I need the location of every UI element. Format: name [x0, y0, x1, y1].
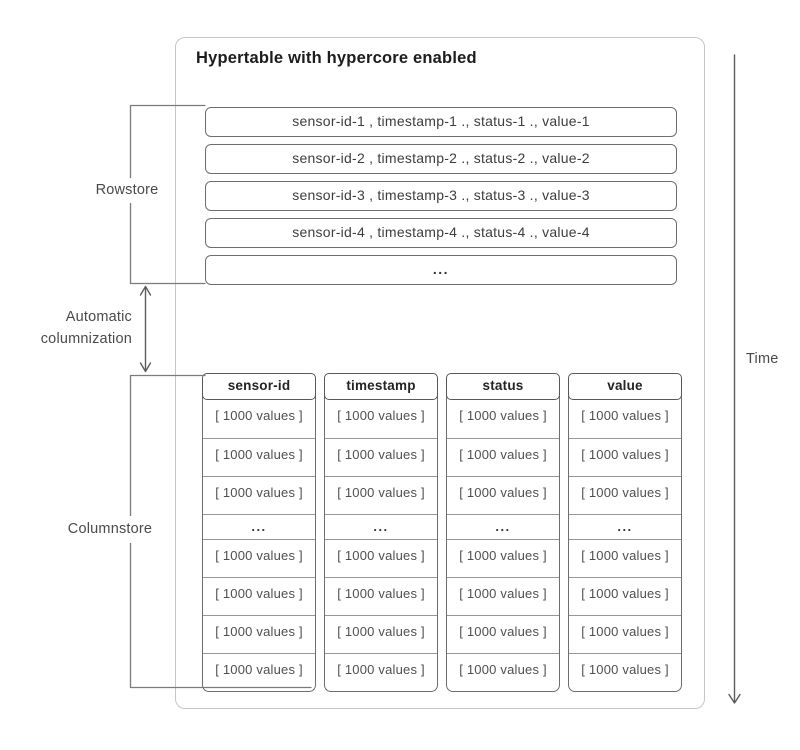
rowstore-row-4: sensor-id-4 , timestamp-4 ., status-4 .,… — [205, 218, 677, 248]
column-cell: [ 1000 values ] — [447, 475, 559, 514]
column-cell: [ 1000 values ] — [203, 652, 315, 691]
automatic-columnization-line1: Automatic — [65, 309, 132, 325]
column-header: status — [445, 372, 561, 400]
column-header: timestamp — [323, 372, 439, 400]
column-cell: [ 1000 values ] — [203, 538, 315, 577]
rowstore-row-ellipsis: ... — [205, 255, 677, 285]
rowstore-label: Rowstore — [88, 178, 166, 203]
column-cell: [ 1000 values ] — [447, 437, 559, 476]
automatic-columnization-label: Automatic columnization — [24, 307, 132, 350]
rowstore-row-2: sensor-id-2 , timestamp-2 ., status-2 .,… — [205, 144, 677, 174]
column-header: sensor-id — [201, 372, 317, 400]
column-cell: [ 1000 values ] — [325, 475, 437, 514]
column-cell: [ 1000 values ] — [325, 614, 437, 653]
column-cell: [ 1000 values ] — [447, 614, 559, 653]
column-cell: [ 1000 values ] — [569, 475, 681, 514]
column-cell: [ 1000 values ] — [569, 538, 681, 577]
column-cell: [ 1000 values ] — [569, 652, 681, 691]
rowstore-row-3: sensor-id-3 , timestamp-3 ., status-3 .,… — [205, 181, 677, 211]
column-cell-ellipsis: ... — [325, 513, 437, 539]
diagram-title: Hypertable with hypercore enabled — [196, 49, 477, 67]
column-cell-ellipsis: ... — [447, 513, 559, 539]
column-cell-ellipsis: ... — [203, 513, 315, 539]
column-cell: [ 1000 values ] — [447, 652, 559, 691]
column-cell: [ 1000 values ] — [325, 652, 437, 691]
column-cell: [ 1000 values ] — [215, 407, 303, 423]
column-cell: [ 1000 values ] — [203, 475, 315, 514]
column-cell: [ 1000 values ] — [325, 437, 437, 476]
column-cell: [ 1000 values ] — [203, 437, 315, 476]
time-arrow — [728, 54, 741, 704]
column-cell: [ 1000 values ] — [325, 576, 437, 615]
columnstore-column-sensor-id: sensor-id [ 1000 values ] [ 1000 values … — [201, 372, 317, 692]
column-cell: [ 1000 values ] — [203, 576, 315, 615]
columnstore-column-status: status [ 1000 values ] [ 1000 values ] [… — [445, 372, 561, 692]
column-cell: [ 1000 values ] — [569, 437, 681, 476]
column-cell: [ 1000 values ] — [569, 576, 681, 615]
column-cell: [ 1000 values ] — [325, 538, 437, 577]
column-cell: [ 1000 values ] — [447, 538, 559, 577]
column-header: value — [567, 372, 683, 400]
columnization-arrow — [139, 285, 152, 373]
column-cell: [ 1000 values ] — [569, 614, 681, 653]
column-cell: [ 1000 values ] — [581, 407, 669, 423]
time-label: Time — [746, 351, 779, 367]
column-cell: [ 1000 values ] — [337, 407, 425, 423]
columnstore-column-timestamp: timestamp [ 1000 values ] [ 1000 values … — [323, 372, 439, 692]
column-cell: [ 1000 values ] — [203, 614, 315, 653]
column-cell: [ 1000 values ] — [447, 576, 559, 615]
automatic-columnization-line2: columnization — [40, 330, 132, 347]
columnstore-label: Columnstore — [60, 516, 160, 543]
column-cell-ellipsis: ... — [569, 513, 681, 539]
column-cell: [ 1000 values ] — [459, 407, 547, 423]
rowstore-row-1: sensor-id-1 , timestamp-1 ., status-1 .,… — [205, 107, 677, 137]
columnstore-column-value: value [ 1000 values ] [ 1000 values ] [ … — [567, 372, 683, 692]
